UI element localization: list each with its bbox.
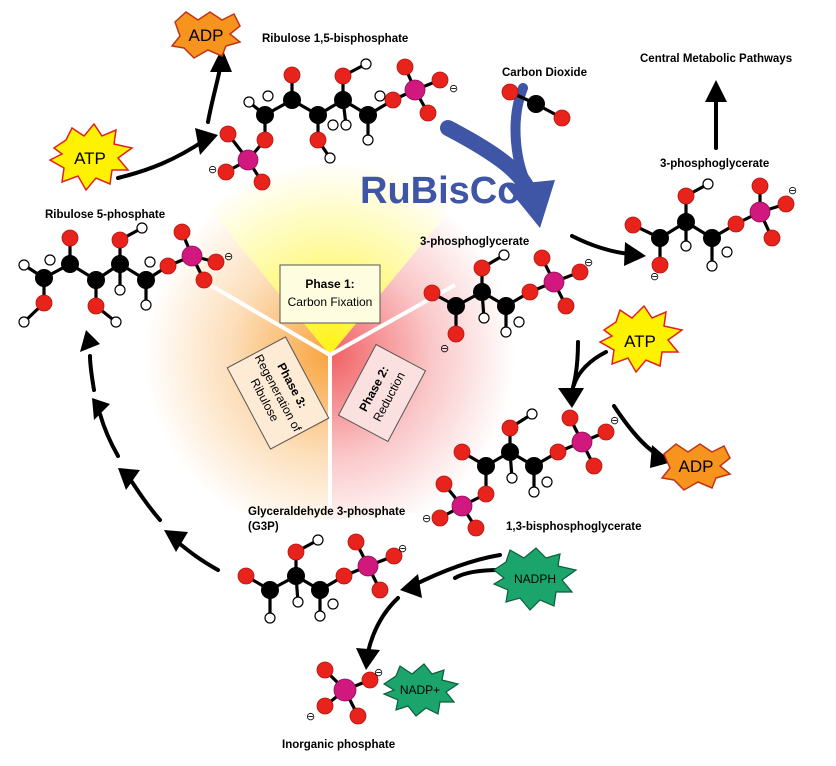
phase-glows xyxy=(145,160,515,520)
label-central-metabolic-pathways: Central Metabolic Pathways xyxy=(640,53,792,65)
cycle-arrow-4 xyxy=(88,354,96,392)
nadph-badge: NADPH xyxy=(492,547,578,611)
phase3-glow xyxy=(145,170,330,520)
molecule-3-phosphoglycerate-center: ⊖ ⊖ xyxy=(423,249,593,355)
charge-symbol: ⊖ xyxy=(610,414,619,427)
label-carbon-dioxide: Carbon Dioxide xyxy=(502,67,587,79)
charge-symbol: ⊖ xyxy=(374,666,383,679)
charge-symbol: ⊖ xyxy=(422,512,431,525)
label-1-3-bisphosphoglycerate: 1,3-bisphosphoglycerate xyxy=(506,521,641,533)
charge-symbol: ⊖ xyxy=(584,256,593,269)
atp-left-label: ATP xyxy=(74,149,106,168)
cycle-arrow-2 xyxy=(130,480,162,522)
charge-symbol: ⊖ xyxy=(208,163,217,176)
charge-symbol: ⊖ xyxy=(306,710,315,723)
arrow-to-pga-right xyxy=(570,234,632,256)
arrow-atp-into-reduction xyxy=(572,350,608,387)
charge-symbol: ⊖ xyxy=(449,82,458,95)
charge-symbol: ⊖ xyxy=(788,184,797,197)
molecule-inorganic-phosphate: ⊖ ⊖ xyxy=(306,661,383,725)
charge-symbol: ⊖ xyxy=(440,342,449,355)
phase1-title: Phase 1: xyxy=(305,277,354,291)
molecule-ribulose-5-phosphate: ⊖ xyxy=(18,222,233,328)
label-ribulose-1-5-bisphosphate: Ribulose 1,5-bisphosphate xyxy=(262,33,408,45)
label-g3p: (G3P) xyxy=(248,521,279,533)
rubisco-arrow xyxy=(440,83,555,228)
nadp-badge: NADP+ xyxy=(382,663,460,717)
nadph-label: NADPH xyxy=(514,572,556,586)
molecule-1-3-bisphosphoglycerate: ⊖ ⊖ xyxy=(422,408,619,537)
nadp-label: NADP+ xyxy=(400,683,440,697)
phase1-text: Carbon Fixation xyxy=(288,295,373,309)
cycle-arrow-3 xyxy=(98,412,120,458)
phase-divider xyxy=(208,283,332,357)
charge-symbol: ⊖ xyxy=(398,542,407,555)
phase2-glow xyxy=(330,170,515,520)
adp-top-badge: ADP xyxy=(170,11,242,59)
arrow-to-inorganic-phosphate xyxy=(366,596,400,654)
arrow-to-adp xyxy=(206,66,222,124)
adp-top-label: ADP xyxy=(189,26,224,45)
adp-right-label: ADP xyxy=(679,457,714,476)
charge-symbol: ⊖ xyxy=(224,250,233,263)
molecule-glyceraldehyde-3-phosphate: ⊖ xyxy=(237,533,407,624)
phase1-box: Phase 1: Carbon Fixation xyxy=(279,264,381,324)
label-3-phosphoglycerate-right: 3-phosphoglycerate xyxy=(660,158,769,170)
atp-right-label: ATP xyxy=(624,332,656,351)
label-ribulose-5-phosphate: Ribulose 5-phosphate xyxy=(45,209,165,221)
molecule-ribulose-1-5-bisphosphate: ⊖ ⊖ xyxy=(208,58,458,191)
molecule-3-phosphoglycerate-right: ⊖ ⊖ xyxy=(624,177,797,283)
arrow-nadph-in xyxy=(453,568,502,580)
label-glyceraldehyde-3-phosphate: Glyceraldehyde 3-phosphate xyxy=(248,506,405,518)
charge-symbol: ⊖ xyxy=(650,270,659,283)
atp-right-badge: ATP xyxy=(598,304,684,374)
adp-right-badge: ADP xyxy=(660,443,732,491)
arrow-atp-to-rubp xyxy=(116,138,207,180)
atp-left-badge: ATP xyxy=(48,122,134,192)
cycle-arrow-1 xyxy=(178,542,220,572)
molecule-carbon-dioxide xyxy=(501,83,571,127)
cycle-arrows xyxy=(80,48,727,670)
label-inorganic-phosphate: Inorganic phosphate xyxy=(282,739,395,751)
label-3-phosphoglycerate-center: 3-phosphoglycerate xyxy=(420,236,529,248)
phase3-box: Phase 3: Regeneration of Ribulose xyxy=(226,336,330,450)
phase2-box: Phase 2: Reduction xyxy=(337,343,427,443)
rubisco-label: RuBisCo xyxy=(360,170,520,212)
arrow-bpg-to-g3p xyxy=(410,553,502,588)
